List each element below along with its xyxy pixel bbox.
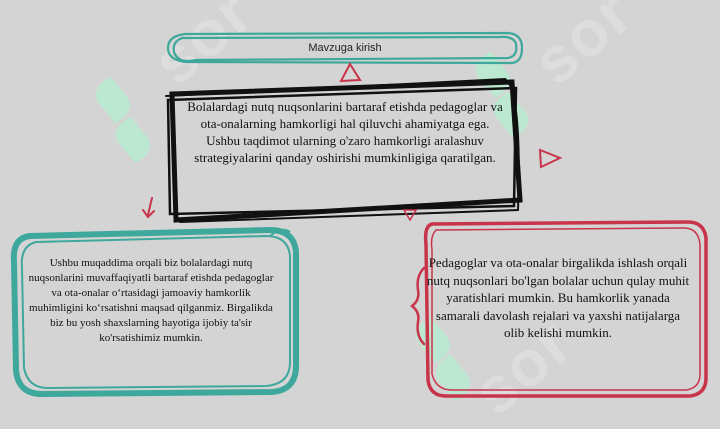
main-frame	[165, 77, 523, 223]
arrow-right-icon	[538, 148, 563, 169]
right-frame	[409, 220, 708, 398]
left-frame	[10, 226, 299, 398]
diagram-decorations	[10, 31, 708, 398]
page-title: Mavzuga kirish	[308, 42, 382, 54]
arrow-up-icon	[339, 61, 362, 83]
arrow-down-icon	[142, 197, 155, 219]
main-description: Bolalardagi nutq nuqsonlarini bartaraf e…	[187, 99, 503, 165]
right-description: Pedagoglar va ota-onalar birgalikda ishl…	[426, 255, 690, 340]
title-frame	[166, 31, 524, 65]
left-description: Ushbu muqaddima orqali biz bolalardagi n…	[28, 257, 274, 344]
arrow-down-icon	[402, 209, 418, 222]
